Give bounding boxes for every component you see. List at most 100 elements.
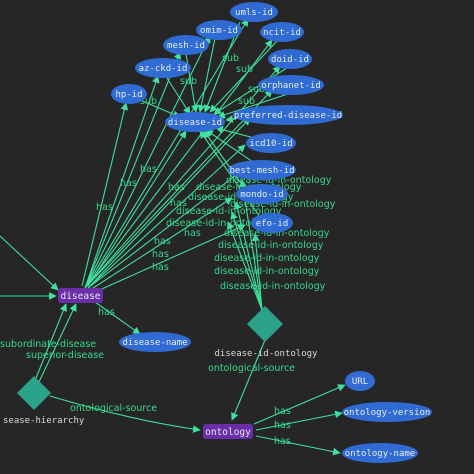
edge-label-dio: disease-id-in-ontology — [214, 266, 320, 277]
edge-label-has: has — [140, 164, 157, 175]
node-label: efo-id — [256, 219, 289, 229]
node-label: sease-hierarchy — [3, 416, 85, 426]
node-disease-name[interactable]: disease-name — [119, 332, 191, 352]
edge-label-dio: disease-id-in-ontology — [218, 240, 324, 251]
node-ontology-name[interactable]: ontology-name — [342, 443, 418, 463]
node-label: ontology — [205, 427, 251, 438]
node-disease-hierarchy[interactable]: sease-hierarchy — [3, 376, 85, 426]
sub-edge-doid — [213, 65, 291, 115]
node-doid-id[interactable]: doid-id — [268, 49, 312, 69]
has-edge-mesh — [84, 51, 181, 289]
edge-label-ontsource: ontological-source — [208, 363, 295, 374]
node-umls-id[interactable]: umls-id — [230, 2, 278, 22]
ontsource-edge-hier — [49, 395, 201, 433]
node-label: icd10-id — [249, 139, 292, 149]
edge-label-superior: superior-disease — [26, 350, 104, 361]
node-label: disease-id — [168, 118, 222, 128]
edge-label-sub: sub — [222, 53, 239, 64]
node-az-ckd-id[interactable]: az-ckd-id — [135, 58, 191, 78]
node-label: omim-id — [200, 26, 238, 36]
sub-edge-azckd — [164, 74, 191, 115]
node-orphanet-id[interactable]: orphanet-id — [258, 75, 324, 95]
edge-label-has: has — [274, 420, 291, 431]
has-edge-name — [255, 435, 341, 456]
node-label: disease-name — [122, 338, 187, 348]
edges-layer — [0, 18, 346, 456]
has-edge-mondo — [89, 197, 233, 291]
node-label: orphanet-id — [261, 81, 321, 91]
edge-label-has: has — [274, 406, 291, 417]
edge-label-has: has — [184, 228, 201, 239]
node-label: disease — [60, 291, 100, 302]
has-edge-bestmesh — [87, 171, 241, 289]
node-label: hp-id — [115, 90, 142, 100]
has-edge-diseasename — [94, 301, 141, 335]
node-label: mondo-id — [240, 190, 283, 200]
node-hp-id[interactable]: hp-id — [111, 84, 147, 104]
edge-label-has: has — [154, 236, 171, 247]
node-mesh-id[interactable]: mesh-id — [163, 35, 209, 55]
nodes-layer: umls-id omim-id ncit-id mesh-id doid-id … — [3, 2, 432, 463]
edge-label-dio: disease-id-in-ontology — [214, 253, 320, 264]
node-ncit-id[interactable]: ncit-id — [260, 22, 304, 42]
subordinate-edge — [35, 303, 67, 379]
role-edge-3 — [230, 211, 263, 311]
role-edge-5 — [226, 221, 263, 311]
node-disease-id-ontology[interactable]: disease-id-ontology — [215, 306, 319, 359]
edge-label-sub: sub — [248, 84, 265, 95]
has-edge-ncit — [84, 39, 273, 289]
has-edge-hp — [81, 102, 129, 287]
edge-label-has: has — [96, 202, 113, 213]
edge-label-has: has — [274, 436, 291, 447]
role-edge-4 — [251, 233, 263, 311]
has-edge-omim — [84, 35, 211, 289]
node-disease[interactable]: disease — [58, 288, 103, 303]
edge-label-subordinate: subordinate-disease — [0, 339, 96, 350]
has-edge-diseaseid — [87, 130, 187, 287]
edge-label-dio: disease-id-in-ontology — [226, 175, 332, 186]
node-label: az-ckd-id — [139, 64, 188, 74]
edge-label-dio: disease-id-in-ontology — [224, 228, 330, 239]
has-edge-efo — [94, 224, 246, 293]
sub-edge-hp — [139, 99, 181, 118]
edge-label-dio: disease-id-in-ontology — [166, 218, 272, 229]
left-edge-1 — [0, 235, 59, 291]
node-url[interactable]: URL — [345, 371, 375, 391]
has-edge-url — [253, 384, 346, 425]
node-label: mesh-id — [167, 41, 205, 51]
role-edge-2 — [233, 201, 263, 311]
edge-label-has: has — [152, 249, 169, 260]
node-mondo-id[interactable]: mondo-id — [236, 184, 288, 204]
sub-edge-ncit — [209, 39, 279, 113]
edge-label-has: has — [120, 178, 137, 189]
node-ontology-version[interactable]: ontology-version — [342, 402, 432, 422]
edge-label-dio: disease-id-in-ontology — [230, 199, 336, 210]
node-omim-id[interactable]: omim-id — [196, 20, 242, 40]
node-best-mesh-id[interactable]: best-mesh-id — [228, 160, 296, 180]
node-ontology[interactable]: ontology — [203, 424, 253, 439]
edge-label-sub: sub — [180, 76, 197, 87]
edge-label-dio: disease-id-in-ontology — [176, 206, 282, 217]
node-label: doid-id — [271, 55, 309, 65]
has-edge-orphanet — [84, 89, 273, 289]
node-label: ncit-id — [263, 28, 301, 38]
node-label: best-mesh-id — [229, 166, 294, 176]
node-label: URL — [352, 377, 368, 387]
node-efo-id[interactable]: efo-id — [251, 213, 293, 233]
sub-edge-omim — [197, 37, 216, 113]
has-edge-azckd — [84, 75, 160, 289]
superior-edge — [37, 303, 77, 385]
edge-label-ontsource: ontological-source — [70, 403, 157, 414]
edge-label-has: has — [152, 262, 169, 273]
node-label: preferred-disease-id — [234, 111, 342, 121]
node-label: ontology-version — [344, 408, 431, 418]
node-label: ontology-name — [345, 449, 415, 459]
has-edge-doid — [84, 65, 281, 289]
edge-label-has: has — [170, 198, 187, 209]
edge-label-dio: disease-id-in-ontology — [220, 281, 326, 292]
node-disease-id[interactable]: disease-id — [165, 112, 225, 132]
node-preferred-disease-id[interactable]: preferred-disease-id — [233, 105, 343, 125]
node-label: disease-id-ontology — [215, 349, 319, 359]
node-icd10-id[interactable]: icd10-id — [246, 133, 296, 153]
